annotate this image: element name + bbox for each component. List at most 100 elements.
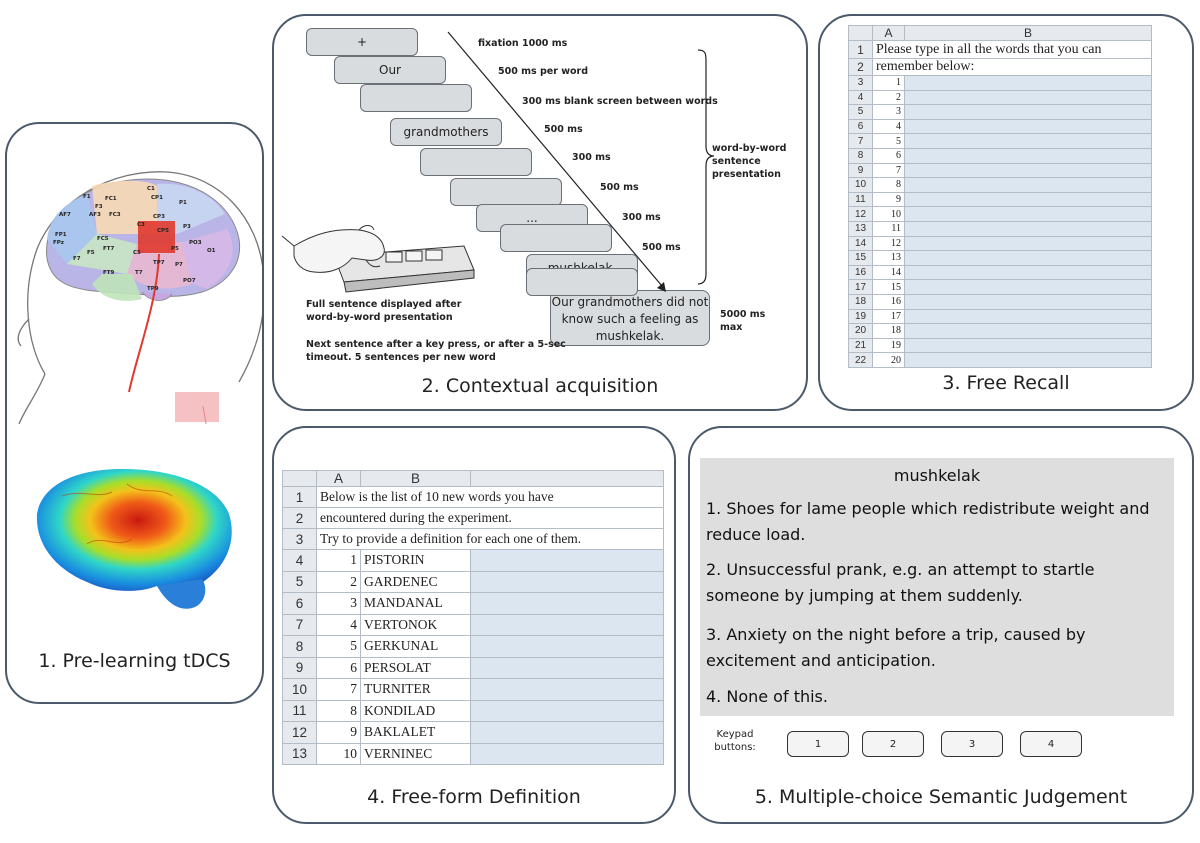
panel-caption: 5. Multiple-choice Semantic Judgement	[754, 786, 1128, 808]
definition-answer-cell[interactable]	[470, 549, 664, 572]
electrode-label: TP9	[147, 286, 159, 292]
electrode-label: P7	[175, 262, 183, 268]
recall-answer-cell[interactable]	[904, 206, 1152, 222]
definition-answer-cell[interactable]	[470, 742, 664, 765]
recall-answer-cell[interactable]	[904, 352, 1152, 368]
row-number: 4	[848, 89, 873, 106]
electrode-label: P1	[179, 200, 187, 206]
definition-answer-cell[interactable]	[470, 570, 664, 593]
corner-cell	[848, 25, 873, 41]
keypad-button-2[interactable]: 2	[862, 731, 924, 757]
instruction-line: encountered during the experiment.	[316, 507, 664, 529]
row-number: 6	[848, 118, 873, 135]
item-number: 15	[872, 279, 905, 295]
recall-answer-cell[interactable]	[904, 279, 1152, 295]
definition-answer-cell[interactable]	[470, 721, 664, 744]
row-number: 2	[848, 58, 873, 76]
item-number: 3	[316, 592, 361, 615]
row-number: 21	[848, 337, 873, 354]
row-number: 9	[282, 656, 317, 679]
keypad-button-1[interactable]: 1	[787, 731, 849, 757]
item-number: 16	[872, 293, 905, 310]
recall-answer-cell[interactable]	[904, 191, 1152, 208]
electrode-label: FT7	[103, 246, 115, 252]
panel-caption: 2. Contextual acquisition	[421, 375, 659, 397]
timing-label-5: 300 ms	[572, 152, 611, 163]
recall-answer-cell[interactable]	[904, 264, 1152, 281]
col-header-a: A	[872, 25, 905, 41]
slide-8	[500, 224, 612, 252]
item-number: 10	[316, 742, 361, 765]
recall-answer-cell[interactable]	[904, 147, 1152, 164]
recall-answer-cell[interactable]	[904, 220, 1152, 237]
recall-answer-cell[interactable]	[904, 162, 1152, 179]
row-number: 9	[848, 162, 873, 179]
row-number: 11	[282, 699, 317, 722]
recall-answer-cell[interactable]	[904, 235, 1152, 252]
electrode-wire	[128, 253, 160, 393]
recall-answer-cell[interactable]	[904, 337, 1152, 354]
definition-answer-cell[interactable]	[470, 592, 664, 615]
recall-answer-cell[interactable]	[904, 133, 1152, 149]
keypad-button-3[interactable]: 3	[941, 731, 1003, 757]
row-number: 14	[848, 235, 873, 252]
recall-answer-cell[interactable]	[904, 89, 1152, 106]
item-number: 7	[316, 678, 361, 701]
recall-answer-cell[interactable]	[904, 250, 1152, 266]
row-number: 16	[848, 264, 873, 281]
electrode-label: PO3	[189, 240, 202, 246]
recall-answer-cell[interactable]	[904, 75, 1152, 91]
corner-cell	[282, 470, 317, 487]
electrode-label: F5	[87, 250, 95, 256]
row-number: 4	[282, 549, 317, 572]
item-number: 6	[872, 147, 905, 164]
electrode-label: C5	[133, 250, 141, 256]
full-sentence-slide: Our grandmothers did not know such a fee…	[550, 290, 710, 346]
full-sentence-note: Full sentence displayed after word-by-wo…	[306, 299, 462, 323]
recall-answer-cell[interactable]	[904, 323, 1152, 339]
panel-caption: 3. Free Recall	[942, 372, 1070, 394]
recall-answer-cell[interactable]	[904, 177, 1152, 193]
recall-answer-cell[interactable]	[904, 293, 1152, 310]
panel-caption: 4. Free-form Definition	[367, 786, 581, 808]
definition-answer-cell[interactable]	[470, 613, 664, 636]
recall-answer-cell[interactable]	[904, 118, 1152, 135]
instruction-line: Below is the list of 10 new words you ha…	[316, 486, 664, 508]
electrode-label: P5	[171, 246, 179, 252]
definition-answer-cell[interactable]	[470, 656, 664, 679]
row-number: 15	[848, 250, 873, 266]
row-number: 3	[282, 528, 317, 550]
definition-answer-cell[interactable]	[470, 635, 664, 658]
definition-answer-cell[interactable]	[470, 699, 664, 722]
row-number: 8	[848, 147, 873, 164]
timing-label-6: 500 ms	[600, 182, 639, 193]
keypad-button-4[interactable]: 4	[1020, 731, 1082, 757]
instruction-line-1: Please type in all the words that you ca…	[872, 40, 1152, 59]
definition-answer-cell[interactable]	[470, 678, 664, 701]
item-number: 10	[872, 206, 905, 222]
hand-keypad-illustration	[281, 225, 475, 293]
electrode-label: C3	[137, 222, 145, 228]
recall-answer-cell[interactable]	[904, 308, 1152, 325]
recall-answer-cell[interactable]	[904, 104, 1152, 120]
new-word: GERKUNAL	[360, 635, 471, 658]
new-word: VERNINEC	[360, 742, 471, 765]
timing-label-1: fixation 1000 ms	[478, 38, 568, 49]
row-number: 13	[848, 220, 873, 237]
new-word: TURNITER	[360, 678, 471, 701]
